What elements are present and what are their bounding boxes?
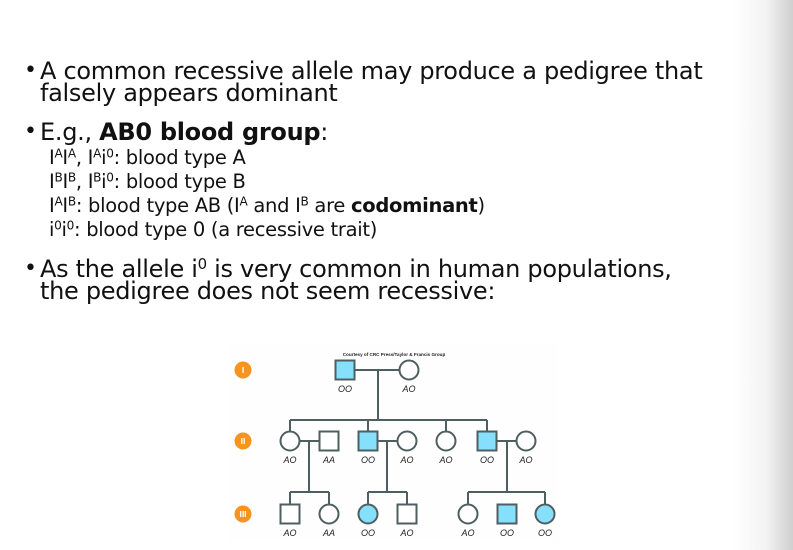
- genotype-label: AO: [401, 384, 415, 394]
- text-run: I: [49, 194, 55, 217]
- genotype-label: OO: [500, 528, 514, 538]
- text-run: i: [101, 170, 107, 193]
- text-run: are: [308, 194, 351, 217]
- unaffected-female-circle: [457, 503, 479, 525]
- genotype-label: AO: [282, 455, 296, 465]
- genotype-label: AO: [399, 528, 413, 538]
- genotype-line-type-ab: IAIB: blood type AB (IA and IB are codom…: [49, 194, 485, 218]
- genotype-line-type-0: i0i0: blood type 0 (a recessive trait): [49, 218, 377, 242]
- text-run: , I: [75, 146, 94, 169]
- text-run: is very common in human populations,: [206, 255, 672, 283]
- generation-label: II: [241, 436, 246, 446]
- affected-female-circle: [357, 503, 379, 525]
- text-run: i: [49, 218, 55, 241]
- unaffected-female-circle: [279, 430, 301, 452]
- superscript: 0: [197, 254, 207, 273]
- superscript: 0: [66, 218, 75, 233]
- bullet-bold-term: AB0 blood group: [99, 118, 321, 146]
- text-run: : blood type AB (I: [75, 194, 240, 217]
- text-run: , I: [75, 170, 94, 193]
- bullet-line: falsely appears dominant: [40, 79, 338, 107]
- generation-label: III: [239, 509, 246, 519]
- superscript: A: [67, 146, 76, 161]
- bullet-line: the pedigree does not seem recessive:: [40, 277, 496, 305]
- generation-badge: [234, 505, 252, 523]
- affected-female-circle: [534, 503, 556, 525]
- text-run: : blood type 0 (a recessive trait): [74, 218, 378, 241]
- unaffected-female-circle: [396, 430, 418, 452]
- text-run: As the allele i: [40, 255, 198, 283]
- generation-label: I: [242, 365, 244, 375]
- unaffected-female-circle: [318, 503, 340, 525]
- superscript: 0: [106, 146, 114, 161]
- unaffected-male-square: [396, 503, 418, 525]
- bullet-prefix: E.g.,: [40, 118, 100, 146]
- bullet-recessive-allele: A common recessive allele may produce a …: [24, 57, 703, 107]
- superscript: B: [67, 194, 76, 209]
- superscript: B: [93, 170, 102, 185]
- text-run: i: [101, 146, 107, 169]
- genotype-label: OO: [538, 528, 552, 538]
- text-run: I: [49, 146, 55, 169]
- genotype-line-type-b: IBIB, IBi0: blood type B: [49, 170, 246, 194]
- genotype-label: AO: [460, 528, 474, 538]
- genotype-label: AO: [282, 528, 296, 538]
- text-run: I: [62, 194, 68, 217]
- unaffected-female-circle: [398, 359, 420, 381]
- text-run: I: [62, 170, 68, 193]
- affected-male-square: [476, 430, 498, 452]
- generation-badge: [234, 361, 252, 379]
- genotype-label: AO: [438, 455, 452, 465]
- bullet-suffix: :: [320, 118, 329, 146]
- text-run: I: [49, 170, 55, 193]
- slide: A common recessive allele may produce a …: [0, 0, 760, 550]
- genotype-label: AA: [322, 528, 335, 538]
- superscript: B: [54, 170, 63, 185]
- pedigree-figure: Courtesy of CRC Press/Taylor & Francis G…: [228, 343, 558, 542]
- genotype-label: AA: [322, 455, 335, 465]
- affected-male-square: [357, 430, 379, 452]
- bullet-line: A common recessive allele may produce a …: [40, 57, 703, 85]
- text-run: I: [62, 146, 68, 169]
- superscript: B: [67, 170, 76, 185]
- superscript: A: [239, 194, 248, 209]
- genotype-label: OO: [480, 455, 494, 465]
- genotype-label: OO: [361, 455, 375, 465]
- superscript: A: [93, 146, 102, 161]
- bullet-line: As the allele i0 is very common in human…: [40, 254, 672, 283]
- bullet-common-allele: As the allele i0 is very common in human…: [24, 254, 672, 305]
- genotype-label: OO: [361, 528, 375, 538]
- text-run: and I: [247, 194, 301, 217]
- unaffected-male-square: [318, 430, 340, 452]
- genotype-label: AO: [399, 455, 413, 465]
- superscript: 0: [106, 170, 114, 185]
- unaffected-male-square: [279, 503, 301, 525]
- superscript: 0: [54, 218, 62, 233]
- affected-male-square: [334, 359, 356, 381]
- text-run: i: [61, 218, 67, 241]
- bullet-abo-example: E.g., AB0 blood group:: [24, 118, 329, 146]
- unaffected-female-circle: [435, 430, 457, 452]
- affected-male-square: [496, 503, 518, 525]
- generation-badge: [234, 432, 252, 450]
- genotype-line-type-a: IAIA, IAi0: blood type A: [49, 146, 246, 170]
- superscript: A: [54, 146, 63, 161]
- bold-term: codominant: [350, 194, 478, 217]
- genotype-label: OO: [338, 384, 352, 394]
- text-run: : blood type B: [113, 170, 246, 193]
- unaffected-female-circle: [515, 430, 537, 452]
- genotype-label: AO: [518, 455, 532, 465]
- text-run: : blood type A: [113, 146, 246, 169]
- slide-edge-shadow: [733, 0, 793, 550]
- superscript: A: [54, 194, 63, 209]
- text-run: ): [477, 194, 486, 217]
- figure-credit: Courtesy of CRC Press/Taylor & Francis G…: [343, 352, 446, 357]
- superscript: B: [300, 194, 309, 209]
- pedigree-chart: Courtesy of CRC Press/Taylor & Francis G…: [234, 352, 556, 538]
